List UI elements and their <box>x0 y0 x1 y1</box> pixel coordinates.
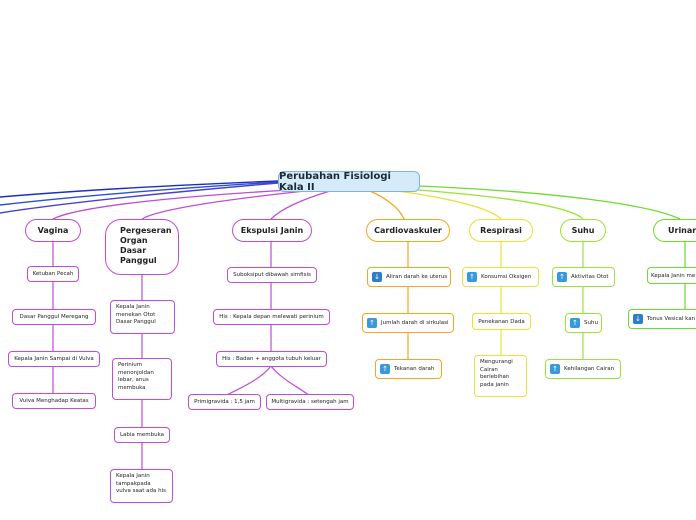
connector-line <box>0 182 279 214</box>
subtopic-item[interactable]: Dasar Panggul Meregang <box>12 309 96 325</box>
topic-label: Cardiovaskuler <box>374 226 442 235</box>
subtopic-item[interactable]: Vulva Menghadap Keatas <box>12 393 96 409</box>
connector-line <box>389 189 502 220</box>
topic-ekspulsi-janin[interactable]: Ekspulsi Janin <box>232 219 312 242</box>
topic-respirasi[interactable]: Respirasi <box>469 219 533 242</box>
subtopic-item[interactable]: ↓Aliran darah ke uterus <box>367 267 451 287</box>
arrow-up-icon: ↑ <box>367 318 377 328</box>
subtopic-item[interactable]: ↑Tekanan darah <box>375 359 442 379</box>
arrow-down-icon: ↓ <box>633 314 643 324</box>
subtopic-item[interactable]: Penekanan Dada <box>472 313 531 330</box>
connector-line <box>417 185 681 220</box>
topic-label: Suhu <box>571 226 595 235</box>
subtopic-item[interactable]: Perinium menonjoldan lebar, anus membuka <box>112 358 172 400</box>
subtopic-item[interactable]: ↑Suhu <box>565 313 602 333</box>
subtopic-item[interactable]: Kepala Janin menekan Otot Dasar Panggul <box>110 300 175 334</box>
topic-label: Respirasi <box>480 226 522 235</box>
subtopic-item[interactable]: His : Kepala depan melewati perinium <box>213 309 330 325</box>
topic-label: Urinaria <box>668 226 696 235</box>
arrow-up-icon: ↑ <box>570 318 580 328</box>
connector-line <box>52 189 291 220</box>
topic-pergeseran-organ[interactable]: Pergeseran Organ Dasar Panggul <box>105 219 179 275</box>
topic-vagina[interactable]: Vagina <box>25 219 81 242</box>
topic-cardiovaskuler[interactable]: Cardiovaskuler <box>366 219 450 242</box>
arrow-up-icon: ↑ <box>467 272 477 282</box>
topic-urinaria[interactable]: Urinaria <box>653 219 696 242</box>
connector-line <box>0 180 279 198</box>
connector-line <box>270 190 331 220</box>
connector-line <box>0 181 279 206</box>
subtopic-item[interactable]: ↑Kehilangan Cairan <box>545 359 621 379</box>
subtopic-item[interactable]: Primigravida : 1,5 jam <box>188 394 261 410</box>
arrow-up-icon: ↑ <box>550 364 560 374</box>
topic-label: Ekspulsi Janin <box>240 226 304 235</box>
subtopic-item[interactable]: Suboksiput dibawah simfisis <box>227 267 317 283</box>
subtopic-item[interactable]: ↑Aktivitas Otot <box>552 267 615 287</box>
connector-line <box>141 190 306 220</box>
root-topic[interactable]: Perubahan Fisiologi Kala II <box>278 170 420 193</box>
connector-line <box>404 188 584 220</box>
arrow-up-icon: ↑ <box>380 364 390 374</box>
topic-label: Vagina <box>37 226 69 235</box>
subtopic-item[interactable]: Labia membuka <box>114 427 170 443</box>
subtopic-item[interactable]: ↑Jumlah darah di sirkulasi <box>362 313 454 333</box>
subtopic-item[interactable]: Kepala Janin me <box>647 267 696 284</box>
subtopic-item[interactable]: His : Badan + anggota tubuh keluar <box>216 351 327 367</box>
subtopic-item[interactable]: ↓Tonus Vesical kan <box>628 309 696 329</box>
subtopic-item[interactable]: Mengurangi Cairan berlebihan pada janin <box>474 355 527 397</box>
arrow-down-icon: ↓ <box>372 272 382 282</box>
topic-suhu[interactable]: Suhu <box>560 219 606 242</box>
subtopic-item[interactable]: Multigravida : setengah jam <box>266 394 354 410</box>
arrow-up-icon: ↑ <box>557 272 567 282</box>
connector-line <box>369 190 405 220</box>
subtopic-item[interactable]: Kepala Janin Sampai di Vulva <box>8 351 100 367</box>
subtopic-item[interactable]: ↑Konsumsi Oksigen <box>462 267 539 287</box>
subtopic-item[interactable]: Kepala Janin tampakpada vulva saat ada h… <box>110 469 173 503</box>
subtopic-item[interactable]: Ketuban Pecah <box>27 266 79 282</box>
root-title: Perubahan Fisiologi Kala II <box>279 170 391 193</box>
